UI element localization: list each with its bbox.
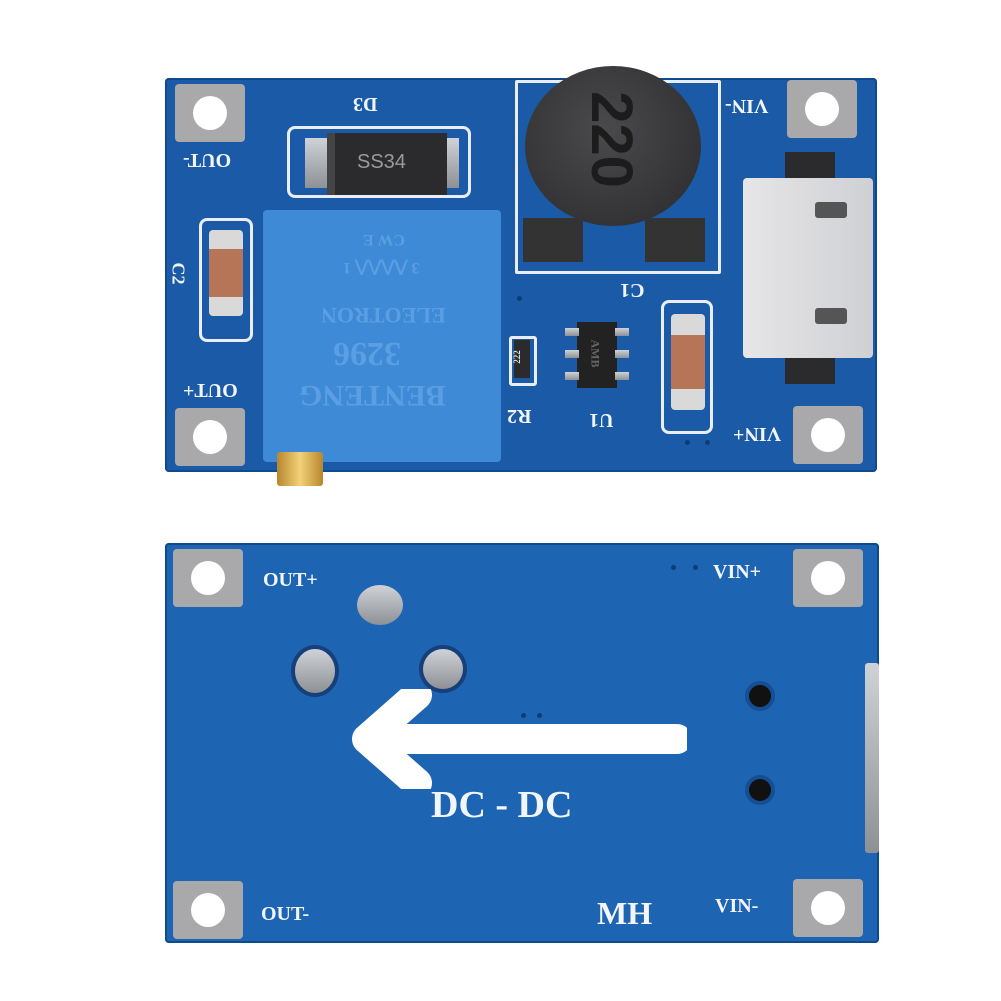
pad-vin-minus xyxy=(793,879,863,937)
mounting-hole xyxy=(811,418,845,452)
inductor-pad-right xyxy=(645,218,705,262)
pad-vin-plus xyxy=(793,549,863,607)
designator-c1: C1 xyxy=(620,279,645,301)
ic-pin xyxy=(565,350,579,358)
pot-line3: ELEOTRON xyxy=(321,303,446,328)
mounting-hole xyxy=(811,561,845,595)
pad-vin-minus xyxy=(787,80,857,138)
mounting-hole xyxy=(811,891,845,925)
ic-pin xyxy=(615,350,629,358)
c1-outline xyxy=(661,300,713,434)
via xyxy=(521,713,526,718)
capacitor-c1 xyxy=(671,314,705,410)
trimmer-potentiometer: CW E 3 ⋀⋀⋀⋀ 1 ELEOTRON 3296 BENTENG xyxy=(263,210,501,462)
mounting-hole xyxy=(805,92,839,126)
usb-tab-top xyxy=(785,152,835,182)
pot-line1: CW E xyxy=(363,231,405,248)
mounting-hole xyxy=(193,420,227,454)
pad-out-plus xyxy=(173,549,243,607)
via xyxy=(537,713,542,718)
mounting-hole xyxy=(191,893,225,927)
arrow-left-icon xyxy=(347,680,692,798)
pot-line5: BENTENG xyxy=(299,379,446,412)
inductor-marking: 220 xyxy=(578,91,644,188)
usb-latch xyxy=(815,202,847,218)
via xyxy=(685,440,690,445)
ic-marking: AMB xyxy=(588,339,603,368)
diode-marking: SS34 xyxy=(357,151,406,173)
label-out-plus: OUT+ xyxy=(263,569,318,591)
label-vin-minus: VIN- xyxy=(715,895,759,917)
inductor-body: 220 xyxy=(525,66,701,226)
diode-outline xyxy=(287,126,471,198)
solder-joint xyxy=(357,585,403,625)
resistor-r2: 222 xyxy=(511,340,530,378)
via xyxy=(693,565,698,570)
pot-line4: 3296 xyxy=(333,335,401,372)
adjustment-screw[interactable] xyxy=(277,452,323,486)
diode-body: SS34 xyxy=(327,133,447,195)
pad-out-minus xyxy=(173,881,243,939)
label-vin-minus: VIN- xyxy=(725,95,769,117)
mounting-hole xyxy=(193,96,227,130)
solder-joint xyxy=(423,649,463,689)
pad-out-minus xyxy=(175,84,245,142)
label-vin-plus: VIN+ xyxy=(733,423,782,445)
pot-line2: 3 ⋀⋀⋀⋀ 1 xyxy=(343,259,420,276)
ic-pin xyxy=(565,372,579,380)
label-mh: MH xyxy=(597,895,653,931)
resistor-marking: 222 xyxy=(511,350,522,364)
designator-u1: U1 xyxy=(589,409,614,431)
label-out-minus: OUT- xyxy=(183,149,232,171)
pad-vin-plus xyxy=(793,406,863,464)
designator-r2: R2 xyxy=(507,405,532,427)
through-hole xyxy=(749,779,771,801)
pad-out-plus xyxy=(175,408,245,466)
designator-c2: C2 xyxy=(168,262,189,285)
via xyxy=(705,440,710,445)
ic-pin xyxy=(615,328,629,336)
through-hole xyxy=(749,685,771,707)
label-out-plus: OUT+ xyxy=(183,379,238,401)
inductor-pad-left xyxy=(523,218,583,262)
ic-pin xyxy=(565,328,579,336)
usb-latch xyxy=(815,308,847,324)
c2-outline xyxy=(199,218,253,342)
ic-u1: AMB xyxy=(577,322,617,388)
via xyxy=(517,296,522,301)
ic-pin xyxy=(615,372,629,380)
label-vin-plus: VIN+ xyxy=(713,561,762,583)
capacitor-c2 xyxy=(209,230,243,316)
bottom-pcb-board: OUT+ OUT- VIN+ VIN- DC - DC MH xyxy=(165,543,879,943)
r2-outline xyxy=(509,336,537,386)
micro-usb-connector[interactable] xyxy=(743,178,873,358)
label-dc-dc: DC - DC xyxy=(431,784,573,826)
solder-joint xyxy=(295,649,335,693)
designator-d3: D3 xyxy=(353,93,378,115)
label-out-minus: OUT- xyxy=(261,903,310,925)
mounting-hole xyxy=(191,561,225,595)
via xyxy=(671,565,676,570)
top-pcb-board: OUT- OUT+ VIN- VIN+ D3 SS34 C2 CW E 3 ⋀⋀… xyxy=(165,66,877,486)
micro-usb-edge xyxy=(865,663,879,853)
